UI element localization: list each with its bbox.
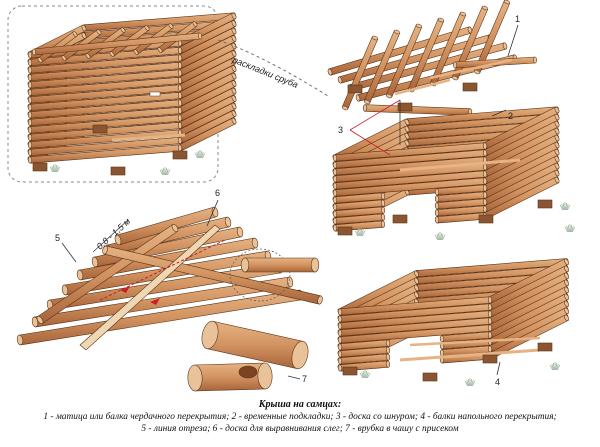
- wall-log-front: [27, 46, 183, 67]
- grass-tuft: [549, 362, 561, 371]
- callout-7: 7: [302, 374, 307, 384]
- wall-log-front: [434, 198, 488, 210]
- rafter-cross: [36, 223, 179, 325]
- frame-cross-log: [473, 0, 511, 75]
- layout-label: раскладки сруба: [230, 54, 299, 90]
- wall-log-front: [332, 142, 488, 162]
- wall-log-front: [439, 331, 493, 343]
- wall-log-front: [332, 163, 488, 183]
- grass-tuft: [434, 232, 446, 241]
- legend-line-2: 5 - линия отреза; 6 - доска для выравнив…: [141, 424, 459, 434]
- rafter-log: [31, 276, 294, 328]
- wall-log-front: [434, 205, 488, 217]
- figure-caption: Крыша на самцах: 1 - матица или балка че…: [0, 398, 600, 435]
- roof-rafter-stack: [16, 206, 323, 351]
- wall-log-front: [332, 192, 386, 204]
- callout-6: 6: [215, 188, 220, 198]
- wall-log-front: [27, 91, 183, 112]
- wall-log-front: [337, 303, 493, 323]
- callout-3: 3: [338, 125, 343, 135]
- wall-log-front: [332, 149, 488, 169]
- support-block: [347, 84, 363, 94]
- wall-log-front: [27, 84, 183, 104]
- separate-log: [240, 257, 320, 273]
- frame-cross-log: [363, 29, 401, 105]
- grass-tuft: [464, 378, 476, 387]
- wall-log-front: [332, 170, 488, 190]
- wall-log-front: [27, 99, 183, 119]
- grass-tuft: [564, 224, 576, 233]
- inset-view: [7, 5, 237, 183]
- notched-log-2: [187, 362, 273, 392]
- wall-log-front: [434, 191, 488, 203]
- frame-log: [362, 104, 473, 116]
- support-block: [537, 342, 553, 352]
- rafter-cross: [102, 245, 323, 305]
- callout-4: 4: [495, 377, 500, 387]
- wall-log-front: [337, 296, 493, 316]
- callout-5: 5: [55, 233, 60, 243]
- support-block: [110, 166, 126, 176]
- support-block: [172, 150, 188, 160]
- wall-log-front: [27, 61, 183, 82]
- rafter-log: [76, 237, 259, 281]
- wall-log-front: [27, 144, 183, 164]
- wall-log-front: [332, 213, 386, 225]
- support-block: [392, 214, 408, 224]
- wall-log-front: [27, 114, 183, 134]
- wall-log-front: [434, 184, 488, 196]
- support-block: [462, 82, 478, 92]
- callout-2: 2: [508, 111, 513, 121]
- grass-tuft: [559, 202, 571, 211]
- figure-title: Крыша на самцах:: [258, 399, 342, 410]
- callout-1: 1: [515, 14, 520, 24]
- rafter-log: [114, 206, 219, 246]
- wall-log-front: [27, 136, 183, 157]
- upper-log-walls: [332, 106, 576, 241]
- wall-log-front: [337, 353, 391, 365]
- frame-cross-log: [451, 5, 489, 81]
- grass-tuft: [49, 164, 61, 173]
- grass-tuft: [194, 150, 206, 159]
- support-block: [537, 199, 553, 209]
- wall-log-front: [27, 54, 183, 74]
- wall-log-front: [337, 339, 391, 351]
- wall-log-front: [337, 317, 493, 337]
- grass-tuft: [359, 370, 371, 379]
- inset-log-house: [27, 12, 237, 176]
- grass-tuft: [354, 228, 366, 237]
- wall-log-front: [332, 177, 488, 197]
- support-block: [92, 124, 108, 134]
- support-block: [478, 214, 494, 224]
- support-block: [337, 226, 353, 236]
- lower-log-walls: [337, 258, 569, 387]
- wall-log-front: [337, 310, 493, 330]
- wall-log-front: [27, 69, 183, 89]
- wall-log-front: [332, 199, 386, 211]
- wall-log-front: [27, 76, 183, 97]
- support-block: [397, 102, 413, 112]
- support-block: [422, 372, 438, 382]
- notch-joint-detail: [187, 257, 320, 392]
- wall-log-front: [332, 206, 386, 218]
- ceiling-beam-frame: [327, 0, 537, 116]
- support-block: [32, 162, 48, 172]
- wall-log-front: [27, 106, 183, 127]
- frame-cross-log: [385, 23, 423, 99]
- legend-line-1: 1 - матица или балка чердачного перекрыт…: [43, 412, 557, 422]
- notched-log-1: [201, 320, 309, 370]
- grass-tuft: [159, 167, 171, 176]
- support-block: [342, 366, 358, 376]
- support-block: [482, 354, 498, 364]
- wall-log-front: [337, 346, 391, 358]
- top-log: [32, 32, 202, 56]
- wall-log-front: [337, 324, 493, 344]
